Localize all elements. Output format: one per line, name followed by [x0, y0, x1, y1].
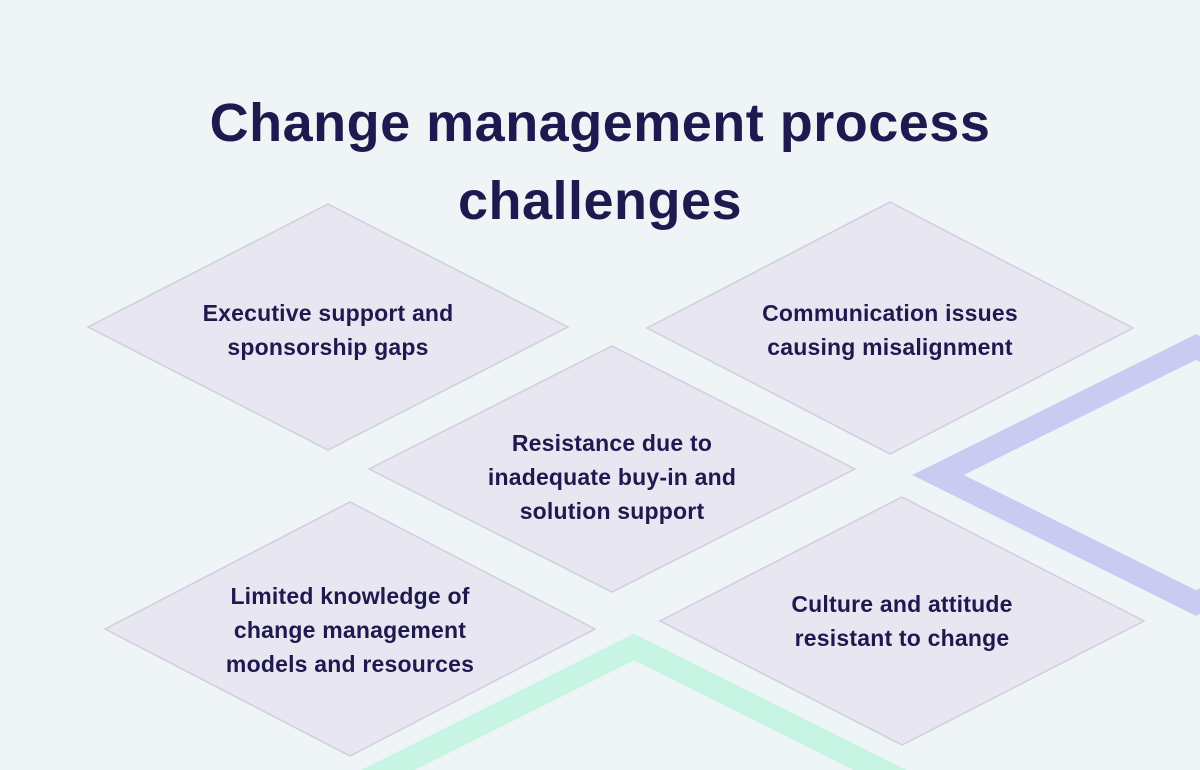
diamond-shape-limited-knowledge: [103, 501, 597, 757]
diamond-shape-communication-issues: [645, 201, 1135, 455]
diamond-label-limited-knowledge: Limited knowledge of change management m…: [225, 583, 475, 677]
teal-diamond-outline-icon: [361, 633, 907, 770]
diamond-label-communication-issues: Communication issues causing misalignmen…: [762, 300, 1018, 360]
diamond-shape-culture-attitude: [658, 496, 1146, 746]
diamond-shape-resistance-buy-in: [367, 345, 857, 593]
page-title: Change management process challenges: [209, 93, 991, 231]
diamond-label-resistance-buy-in: Resistance due to inadequate buy-in and …: [487, 430, 737, 524]
diamond-label-culture-attitude: Culture and attitude resistant to change: [791, 591, 1013, 651]
purple-diamond-outline-icon: [912, 334, 1200, 616]
diamond-shape-executive-support: [86, 203, 570, 451]
diamond-label-executive-support: Executive support and sponsorship gaps: [202, 300, 454, 360]
